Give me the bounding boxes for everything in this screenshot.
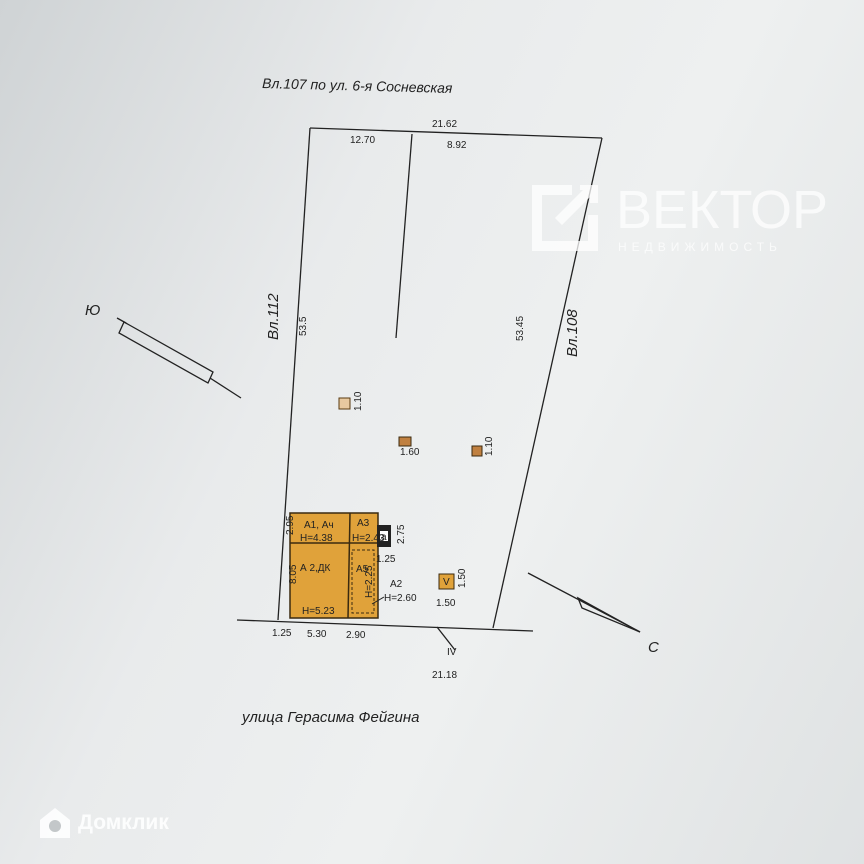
house-icon: [40, 808, 70, 838]
street-line: [236, 619, 534, 632]
dim-bottom-total: 21.18: [432, 670, 457, 681]
vektor-logo-icon: [532, 185, 598, 251]
porch-label: а: [381, 532, 387, 543]
room-a-height: Н=5.23: [302, 606, 335, 617]
dim-h3: 2.75: [396, 524, 407, 544]
dim-h1: 2.95: [285, 515, 296, 535]
room-a5: А5: [356, 564, 369, 575]
small-structure-1: [338, 397, 351, 410]
dim-top-right: 8.92: [447, 140, 467, 151]
boundary-top: [309, 127, 603, 139]
building: [289, 397, 483, 619]
dim-s1: 1.10: [353, 391, 364, 411]
dim-s3: 1.10: [484, 436, 495, 456]
dim-v-h: 1.50: [457, 568, 468, 588]
domclick-logo-text: Домклик: [78, 811, 169, 834]
room-a1: А1, Ач: [304, 520, 334, 531]
south-arrow-line: [209, 377, 242, 399]
small-structure-3: [471, 445, 483, 457]
dim-b2: 5.30: [307, 629, 327, 640]
watermark-brand: ВЕКТОР: [616, 180, 828, 240]
right-neighbor: Вл.108: [564, 309, 581, 357]
outbuilding-v-label: V: [443, 577, 450, 588]
dim-top-total: 21.62: [432, 119, 457, 130]
north-arrow-head: [576, 596, 641, 633]
inner-divider: [395, 133, 413, 339]
boundary-left: [277, 127, 311, 621]
title-top: Вл.107 по ул. 6-я Сосневская: [262, 75, 453, 96]
room-a3: А3: [357, 518, 370, 529]
outbuilding-v: [438, 573, 455, 590]
boundary-right: [492, 137, 603, 629]
small-structure-2: [398, 436, 412, 447]
room-a1-height: Н=4.38: [300, 533, 333, 544]
north-label: С: [648, 639, 659, 656]
south-arrow-bar: [118, 321, 214, 384]
dim-h2: 8.05: [288, 564, 299, 584]
dim-s2: 1.60: [400, 447, 420, 458]
watermark: ВЕКТОР НЕДВИЖИМОСТЬ: [532, 180, 828, 254]
dim-w3: 1.25: [376, 554, 396, 565]
room-a: А 2,ДК: [300, 563, 331, 574]
dim-b1: 1.25: [272, 628, 292, 639]
room-a5-height: Н=2.25: [364, 565, 375, 598]
domclick-logo: Домклик: [38, 806, 169, 840]
room-a2: А2: [390, 579, 403, 590]
dim-right: 53.45: [515, 316, 526, 341]
room-a3-height: Н=2.43: [352, 533, 385, 544]
street-name: улица Герасима Фейгина: [241, 709, 420, 726]
room-a2-height: Н=2.60: [384, 593, 417, 604]
watermark-sub: НЕДВИЖИМОСТЬ: [618, 240, 782, 254]
mark-iv: IV: [447, 647, 457, 658]
dim-b3: 2.90: [346, 630, 366, 641]
dim-left: 53.5: [298, 316, 309, 336]
left-neighbor: Вл.112: [265, 293, 282, 340]
south-label: Ю: [85, 302, 100, 319]
dim-v-w: 1.50: [436, 598, 456, 609]
dim-top-left: 12.70: [350, 135, 375, 146]
iv-leader: [436, 626, 456, 651]
